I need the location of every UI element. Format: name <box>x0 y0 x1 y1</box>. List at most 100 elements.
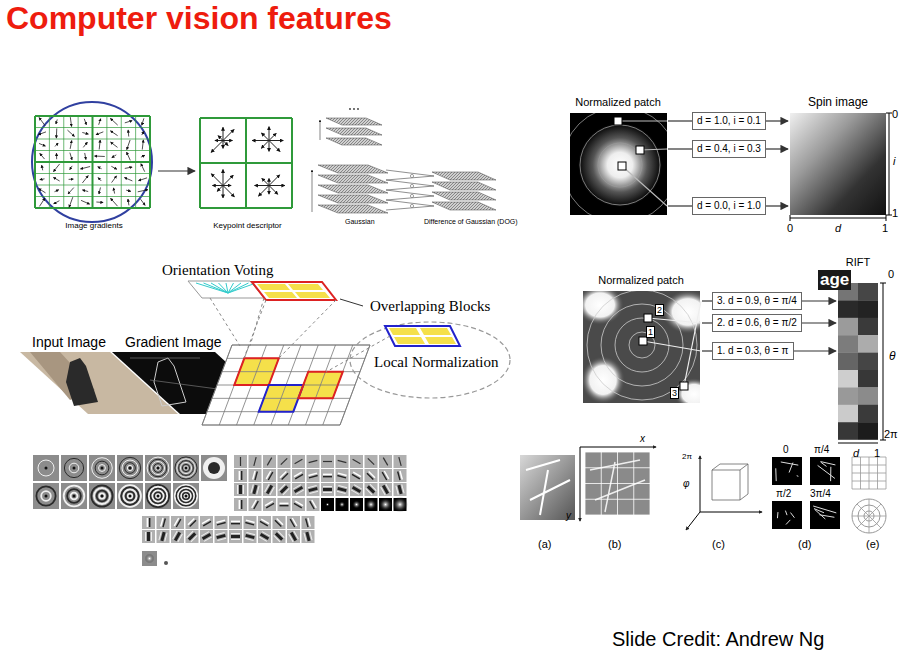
illustration-part <box>293 485 301 490</box>
illustration-part <box>99 493 104 498</box>
illustration-part <box>288 284 323 290</box>
panel-letter: (e) <box>866 538 879 551</box>
illustration-part <box>61 455 87 481</box>
panel-caption: RIFT <box>836 256 880 269</box>
illustration-part <box>385 326 460 346</box>
illustration-part <box>45 467 48 470</box>
illustration-part <box>252 500 259 509</box>
illustration-part <box>323 476 332 477</box>
illustration-part <box>386 190 434 196</box>
illustration-part <box>309 460 318 462</box>
illustration-part <box>386 170 434 176</box>
illustration-part <box>39 143 45 146</box>
illustration-part <box>82 190 88 192</box>
illustration-part <box>396 484 404 494</box>
illustration-part <box>145 483 171 509</box>
figure-panel: Spin image <box>788 96 888 216</box>
illustration-part <box>42 165 43 170</box>
illustration-part <box>278 483 291 496</box>
illustration-part <box>251 484 253 493</box>
illustration-part <box>117 483 143 509</box>
panel-letter: (b) <box>608 538 621 551</box>
box-text: 1. d = 0.3, θ = π <box>717 345 789 357</box>
illustration-part <box>106 116 107 208</box>
illustration-part <box>112 176 117 183</box>
illustration-part <box>838 422 858 440</box>
illustration-part <box>281 458 287 464</box>
axis-name: x <box>640 433 645 445</box>
illustration-part <box>33 483 59 509</box>
illustration-part <box>239 471 241 480</box>
illustration-part <box>39 198 44 206</box>
illustration-part <box>273 516 286 529</box>
illustration-part <box>231 534 240 540</box>
illustration-part <box>526 460 570 515</box>
illustration-part <box>99 119 101 125</box>
illustration-part <box>386 484 391 492</box>
illustration-part <box>337 485 347 493</box>
panel-letter: (a) <box>538 538 551 551</box>
illustration-part <box>618 162 626 170</box>
illustration-part <box>277 518 283 524</box>
illustration-part <box>215 516 228 529</box>
illustration-part <box>275 518 283 526</box>
illustration-part <box>216 532 225 534</box>
illustration-part <box>396 486 398 495</box>
pyramid-label: Difference of Gaussian (DOG) <box>424 218 518 226</box>
illustration-part <box>680 382 688 390</box>
illustration-part <box>68 188 74 194</box>
illustration-part <box>202 425 340 426</box>
illustration-part <box>238 485 244 494</box>
illustration-part <box>211 174 223 186</box>
angle-label: π/2 <box>776 488 791 500</box>
illustration-part <box>202 519 211 526</box>
illustration-part <box>587 291 697 400</box>
illustration-part <box>320 120 321 140</box>
illustration-part <box>265 484 275 495</box>
value-box: 1. d = 0.3, θ = π <box>712 342 794 360</box>
panel-caption: Keypoint descriptor <box>195 221 300 230</box>
illustration-part <box>308 473 317 478</box>
figure-panel: Keypoint descriptor <box>195 112 300 230</box>
illustration-part <box>302 530 315 543</box>
illustration-part <box>215 140 223 141</box>
illustration-part <box>218 136 223 141</box>
illustration-part <box>154 492 161 499</box>
illustration-part <box>178 534 183 542</box>
illustration-part <box>202 345 370 425</box>
illustration-part <box>775 468 776 481</box>
illustration-part <box>398 471 403 480</box>
illustration-part <box>69 463 79 473</box>
illustration-part <box>249 498 262 511</box>
illustration-part <box>187 531 198 542</box>
illustration-part <box>237 485 238 494</box>
illustration-part <box>583 291 624 325</box>
stage-label: Gradient Image <box>125 334 222 350</box>
illustration-part <box>321 469 334 482</box>
illustration-part <box>366 484 377 495</box>
illustration-part <box>601 304 683 386</box>
illustration-part <box>598 143 642 187</box>
illustration-part <box>231 521 240 522</box>
illustration-part <box>125 167 132 168</box>
illustration-part <box>64 458 83 477</box>
illustration-part <box>265 484 270 492</box>
illustration-part <box>323 488 332 491</box>
illustration-part <box>323 492 332 493</box>
illustration-part <box>215 530 228 543</box>
illustration-part <box>772 501 802 529</box>
illustration-part <box>245 538 254 540</box>
illustration-part <box>149 487 167 505</box>
illustration-part <box>159 531 167 541</box>
connector-arrow <box>702 322 712 323</box>
illustration-part <box>184 494 187 497</box>
illustration-part <box>223 175 233 185</box>
illustration-part <box>161 518 163 527</box>
illustration-part <box>369 471 375 477</box>
illustration-part <box>173 483 199 509</box>
illustration-part <box>178 488 194 504</box>
illustration-part <box>231 523 240 524</box>
box-text: d = 0.0, i = 1.0 <box>697 200 761 212</box>
illustration-part <box>250 298 264 346</box>
